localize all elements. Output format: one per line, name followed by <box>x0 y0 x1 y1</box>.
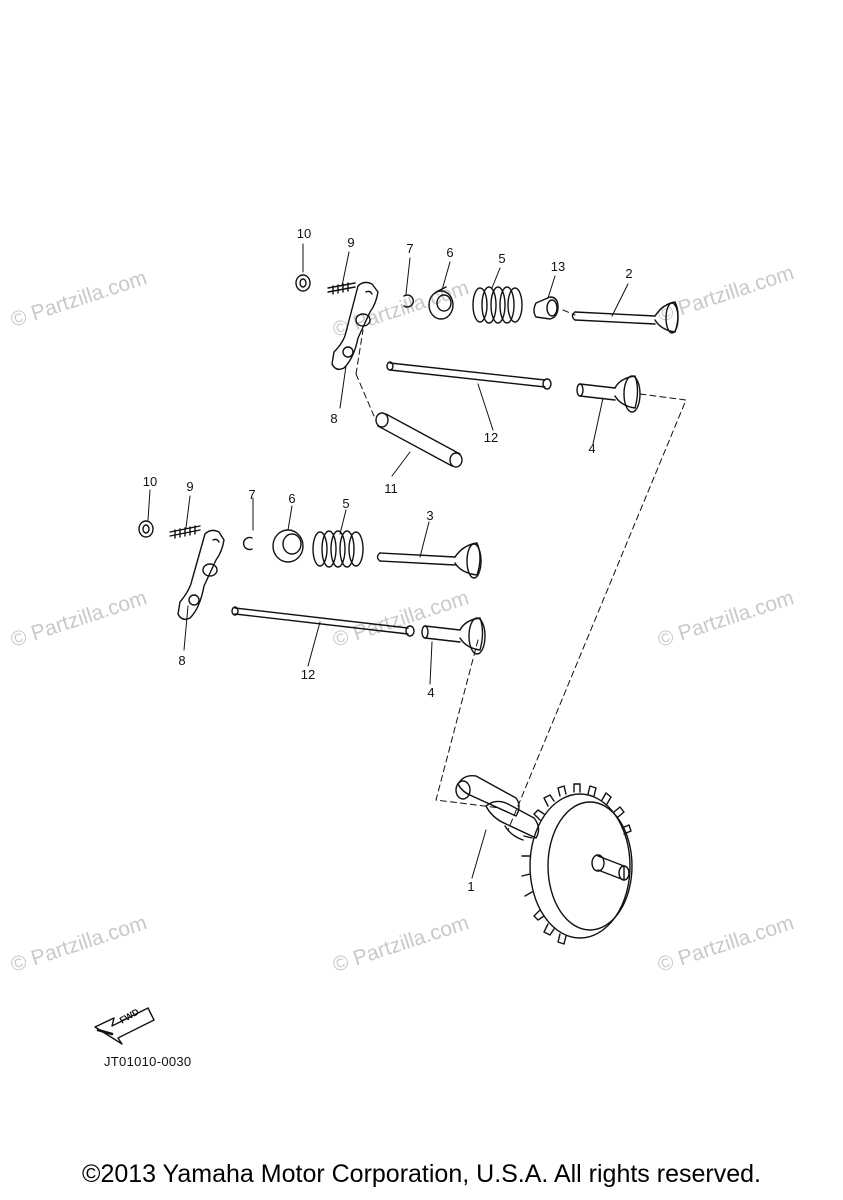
part-nut-lower <box>138 520 154 538</box>
callout-spring-upper: 5 <box>498 251 506 266</box>
assembly-guide-lines <box>355 309 687 831</box>
callout-retainer-lower: 6 <box>288 491 296 506</box>
callout-spring-lower: 5 <box>342 496 350 511</box>
callout-pushrod-upper: 12 <box>483 430 499 445</box>
part-spring-upper <box>472 286 523 324</box>
part-spring-lower <box>312 530 364 568</box>
callout-nut-upper: 10 <box>296 226 312 241</box>
part-pin <box>375 412 463 468</box>
callout-tappet-lower: 4 <box>427 685 435 700</box>
part-camshaft <box>455 774 633 945</box>
part-valve-exhaust <box>571 301 679 334</box>
part-adjust-screw-lower <box>169 525 201 539</box>
callout-cotter-upper: 7 <box>406 241 414 256</box>
part-retainer-upper <box>428 286 454 320</box>
part-rocker-arm-upper <box>331 281 379 371</box>
callout-tappet-upper: 4 <box>588 441 596 456</box>
fwd-arrow-icon <box>94 1007 155 1045</box>
part-tappet-lower <box>421 617 486 655</box>
part-push-rod-lower <box>231 606 415 637</box>
callout-valve-intake: 3 <box>426 508 434 523</box>
part-cotter-lower <box>242 536 253 551</box>
diagram-reference-code: JT01010-0030 <box>104 1054 192 1069</box>
callout-seal-upper: 13 <box>550 259 566 274</box>
callout-screw-lower: 9 <box>186 479 194 494</box>
copyright-notice: ©2013 Yamaha Motor Corporation, U.S.A. A… <box>82 1160 761 1188</box>
callout-cotter-lower: 7 <box>248 487 256 502</box>
callout-nut-lower: 10 <box>142 474 158 489</box>
callout-pushrod-lower: 12 <box>300 667 316 682</box>
part-push-rod-upper <box>386 361 552 390</box>
part-rocker-arm-lower <box>177 529 225 621</box>
part-tappet-upper <box>576 375 641 413</box>
part-nut-upper <box>295 274 311 292</box>
part-retainer-lower <box>272 529 304 563</box>
callout-camshaft: 1 <box>467 879 475 894</box>
callout-leaders <box>147 243 629 879</box>
callout-valve-exhaust: 2 <box>625 266 633 281</box>
part-valve-intake <box>376 542 482 579</box>
callout-screw-upper: 9 <box>347 235 355 250</box>
callout-rocker-lower: 8 <box>178 653 186 668</box>
callout-pin: 11 <box>384 481 398 496</box>
part-stem-seal-upper <box>533 296 559 320</box>
callout-retainer-upper: 6 <box>446 245 454 260</box>
part-cotter-upper <box>403 294 414 308</box>
callout-rocker-upper: 8 <box>330 411 338 426</box>
part-adjust-screw-upper <box>327 282 356 295</box>
